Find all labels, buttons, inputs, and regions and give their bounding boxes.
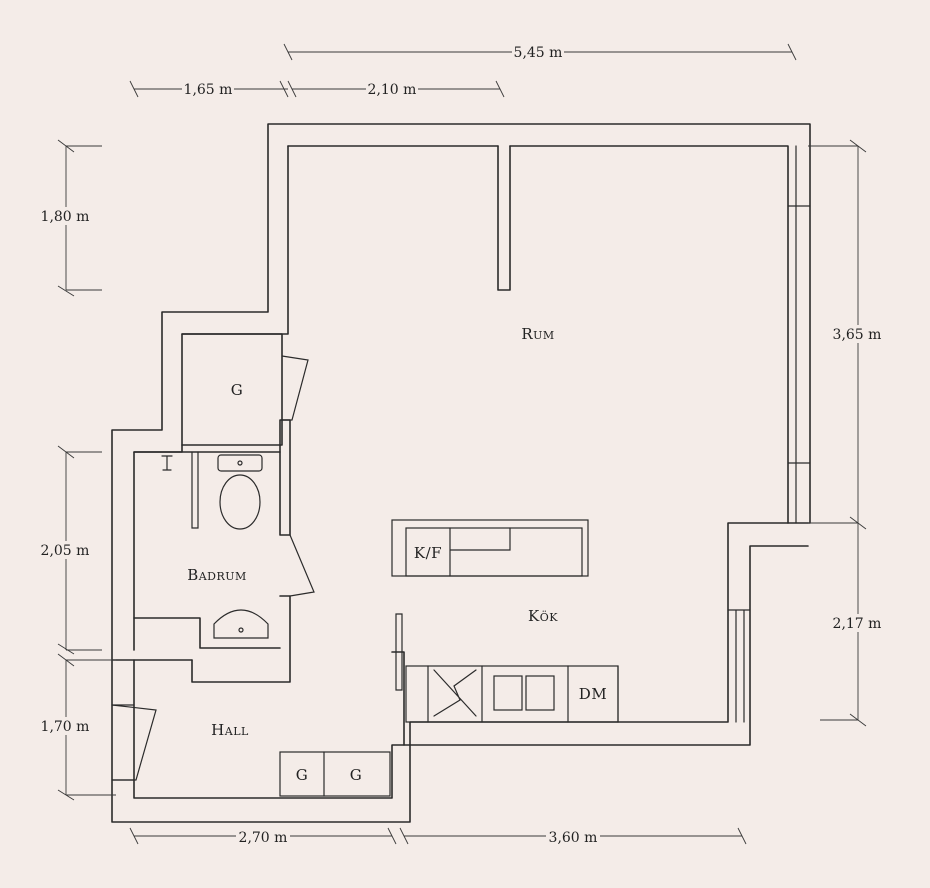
- fixture-label-hall-closet-2: G: [350, 766, 362, 784]
- dim-top-mid: 2,10 m: [368, 82, 417, 98]
- fixture-label-dm: DM: [579, 685, 607, 703]
- dim-bottom-left: 2,70 m: [239, 830, 288, 846]
- dimension-lines: [57, 43, 867, 845]
- hall-closets: [279, 751, 391, 797]
- kitchen-counter: [405, 665, 619, 723]
- dim-left-upper: 1,80 m: [41, 209, 90, 225]
- dimension-labels: 5,45 m 1,65 m 2,10 m 1,80 m 2,05 m 1,70 …: [38, 43, 884, 846]
- room-labels: Rum G Badrum Kök Hall: [187, 325, 558, 739]
- kitchen-island: [391, 519, 589, 577]
- dim-left-mid: 2,05 m: [41, 543, 90, 559]
- dim-top-left: 1,65 m: [184, 82, 233, 98]
- dim-right-upper: 3,65 m: [833, 327, 882, 343]
- room-label-closet-g: G: [231, 381, 243, 399]
- room-label-hall: Hall: [211, 721, 249, 739]
- outer-walls: [111, 123, 811, 823]
- dim-top-total: 5,45 m: [514, 45, 563, 61]
- room-label-kok: Kök: [528, 607, 558, 625]
- dim-left-lower: 1,70 m: [41, 719, 90, 735]
- interior-walls: [111, 145, 511, 781]
- room-label-badrum: Badrum: [187, 566, 247, 584]
- dim-bottom-right: 3,60 m: [549, 830, 598, 846]
- room-label-rum: Rum: [521, 325, 554, 343]
- fixture-label-hall-closet-1: G: [296, 766, 308, 784]
- fixture-labels: K/F DM G G: [296, 544, 607, 784]
- dim-right-lower: 2,17 m: [833, 616, 882, 632]
- bathroom-fixtures: [161, 454, 269, 639]
- fixture-label-kf: K/F: [414, 544, 442, 562]
